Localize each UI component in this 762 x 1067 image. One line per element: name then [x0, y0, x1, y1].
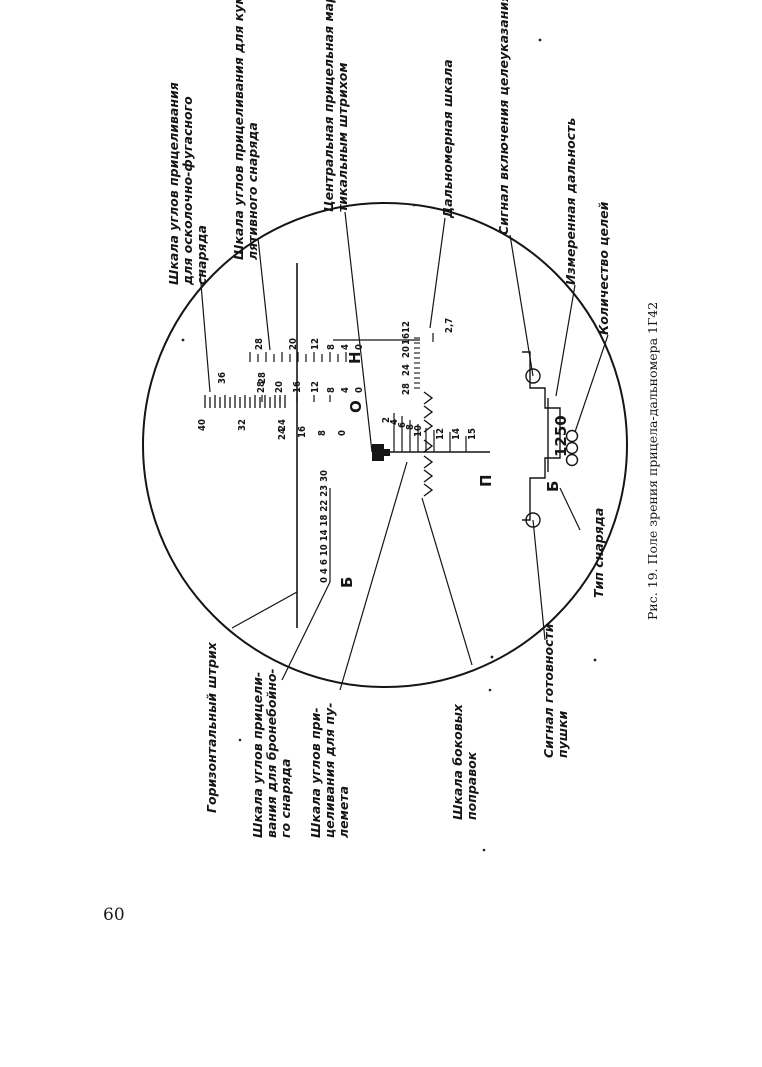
left-mini-scale: 24 16 8 0: [277, 426, 348, 440]
mg-scale: 2 4 6 8 10 12 14 15: [381, 413, 478, 452]
mid-tick-4: 4: [340, 387, 351, 393]
label-ap-scale: Шкала углов прицели- вания для бронебойн…: [250, 664, 293, 838]
ap-scale-numbers: 0 4 6 10 14 18 22 23 30: [319, 470, 330, 583]
print-specks: [181, 38, 597, 852]
cumul-tick-8: 8: [326, 344, 337, 350]
page-number: 60: [103, 905, 125, 925]
mid-tick-12: 12: [310, 381, 321, 393]
label-target-count: Количество целей: [596, 201, 611, 335]
mid-tick-16: 16: [292, 381, 303, 393]
ap-scale: 0 4 6 10 14 18 22 23 30 Б: [319, 470, 356, 588]
left-tick-24: 24: [277, 428, 288, 440]
left-tick-0: 0: [337, 430, 348, 436]
mg-tick-15: 15: [467, 428, 478, 440]
frag-scale: [204, 395, 286, 408]
mg-tick-12: 12: [435, 428, 446, 440]
mid-tick-0: 0: [354, 387, 365, 393]
frag-tick-36: 36: [217, 372, 228, 384]
range-tick-16: 16: [401, 333, 412, 345]
label-mg-scale: Шкала углов при- целивания для пу- лемет…: [308, 698, 351, 838]
frag-tick-40: 40: [197, 419, 208, 431]
figure-caption: Рис. 19. Поле зрения прицела-дальномера …: [645, 302, 660, 620]
label-horizontal: Горизонтальный штрих: [204, 641, 219, 813]
label-cumul-scale: Шкала углов прицеливания для кумуле- лят…: [231, 0, 260, 260]
cumul-tick-4: 4: [340, 344, 351, 350]
frag-scale-ticks: 40 36 32 28 24 О: [197, 372, 365, 431]
ap-letter: Б: [338, 577, 356, 588]
range-tick-28: 28: [401, 383, 412, 395]
mid-tick-8: 8: [326, 387, 337, 393]
leader-lines: [199, 211, 609, 691]
cumul-tick-28: 28: [254, 338, 265, 350]
side-letter: П: [477, 474, 495, 487]
label-central-mark: Центральная прицельная марка с вер- тика…: [321, 0, 350, 212]
label-target-signal: Сигнал включения целеуказания Командиром: [496, 0, 511, 235]
mg-tick-2: 2: [381, 417, 392, 423]
shell-letter: Б: [544, 481, 562, 492]
mg-tick-4: 4: [389, 419, 400, 425]
cumul-tick-0: 0: [354, 344, 365, 350]
cumul-tick-20: 20: [288, 338, 299, 350]
mg-tick-8: 8: [405, 424, 416, 430]
central-aiming-mark: [372, 444, 390, 461]
mg-tick-6: 6: [397, 422, 408, 428]
range-value: 2,7: [444, 318, 455, 333]
mid-scale: 28 20 16 12 8 4 0: [256, 381, 365, 402]
mg-tick-10: 10: [413, 425, 424, 437]
frag-tick-24: 24: [277, 419, 288, 431]
label-frag-scale: Шкала углов прицеливания для осколочно-ф…: [166, 78, 209, 286]
mid-tick-28: 28: [256, 381, 267, 393]
range-digits: 1250: [552, 415, 570, 457]
cumul-letter: Н: [346, 351, 364, 364]
range-scale: 28 24 20 16 12 2,7: [333, 318, 455, 395]
range-tick-24: 24: [401, 364, 412, 376]
mid-tick-20: 20: [274, 381, 285, 393]
label-range-scale: Дальномерная шкала: [440, 59, 455, 219]
label-shell-type: Тип снаряда: [591, 508, 606, 598]
mg-tick-14: 14: [451, 428, 462, 440]
left-tick-16: 16: [297, 426, 308, 438]
indicator-panel: [522, 351, 579, 528]
left-tick-8: 8: [317, 430, 328, 436]
label-gun-ready: Сигнал готовности пушки: [541, 619, 570, 758]
range-tick-20: 20: [401, 346, 412, 358]
cumul-scale: 28 20 12 8 4 0 Н: [249, 338, 365, 364]
frag-tick-32: 32: [237, 419, 248, 431]
field-of-view-circle: [142, 202, 628, 688]
side-correction-scale: [423, 391, 434, 497]
frag-tick-28: 28: [257, 372, 268, 384]
frag-letter: О: [347, 400, 365, 413]
range-tick-12: 12: [401, 321, 412, 333]
label-side-scale: Шкала боковых поправок: [450, 700, 479, 820]
label-measured-range: Измеренная дальность: [563, 118, 578, 285]
cumul-tick-12: 12: [310, 338, 321, 350]
